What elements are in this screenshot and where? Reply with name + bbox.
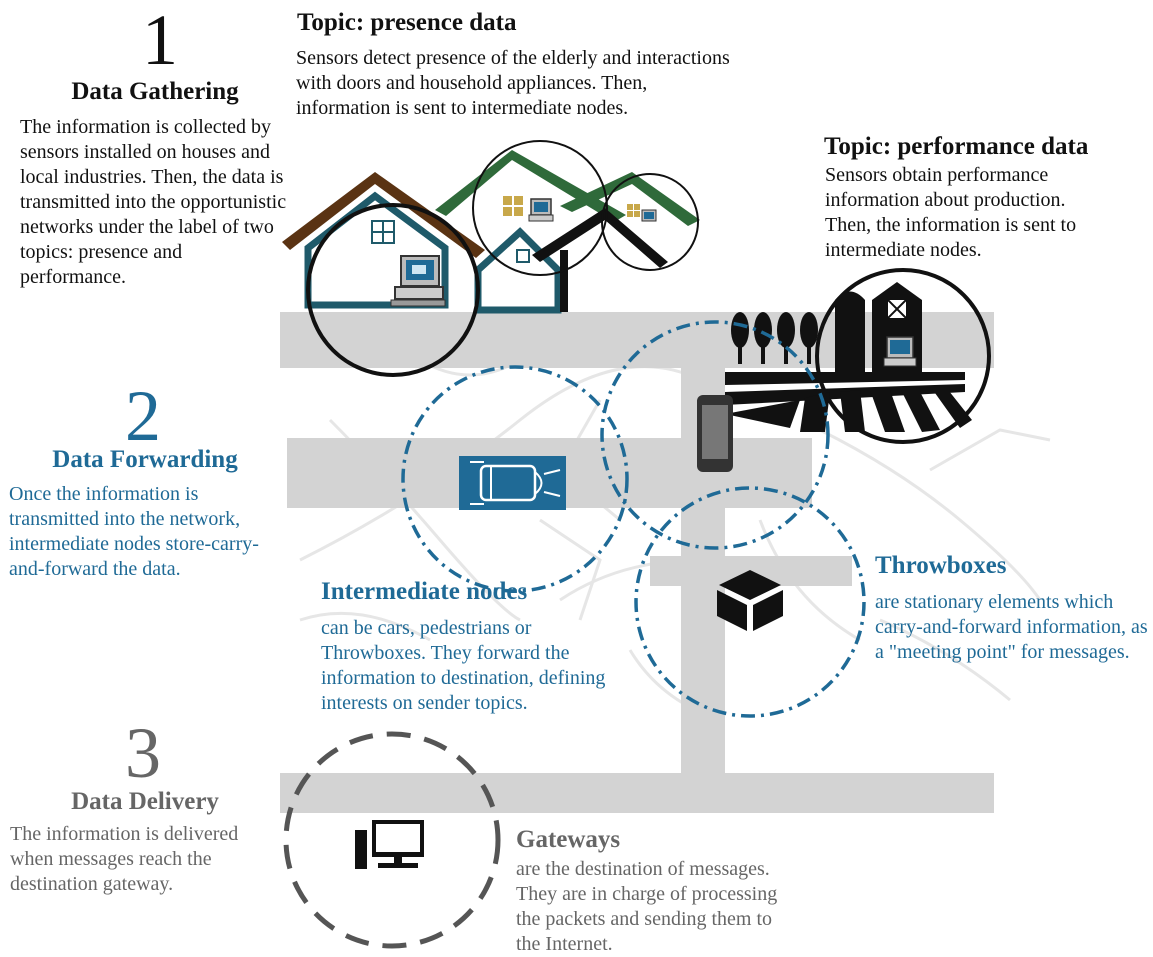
intermediate-nodes-title: Intermediate nodes [321, 578, 528, 605]
gateways-text: are the destination of messages. They ar… [516, 858, 778, 955]
presence-topic-text: Sensors detect presence of the elderly a… [296, 47, 730, 119]
car-icon [459, 456, 566, 510]
intermediate-nodes-text: can be cars, pedestrians or Throwboxes. … [321, 617, 606, 714]
intermediate-node-ranges [401, 320, 866, 718]
step2-number: 2 [125, 376, 161, 456]
step1-number: 1 [142, 0, 178, 80]
step2-title: Data Forwarding [52, 446, 238, 473]
gateway-range [283, 731, 501, 949]
step2-text: Once the information is transmitted into… [9, 483, 259, 580]
computer-sensor-icon [390, 198, 657, 307]
sensor-range-circles [306, 140, 991, 444]
step3-number: 3 [125, 713, 161, 793]
performance-topic-title: Topic: performance data [824, 133, 1089, 160]
road-bottom [280, 773, 994, 813]
gateways-title: Gateways [516, 826, 621, 853]
farm-icon [725, 282, 972, 432]
throwboxes-text: are stationary elements which carry-and-… [875, 591, 1148, 663]
smartphone-icon [697, 395, 733, 472]
step3-title: Data Delivery [71, 788, 219, 815]
performance-topic-text: Sensors obtain performance information a… [825, 164, 1077, 261]
desktop-gateway-icon [355, 820, 424, 869]
step3-text: The information is delivered when messag… [10, 823, 239, 895]
step1-text: The information is collected by sensors … [20, 116, 287, 288]
throwbox-cube-icon [717, 570, 783, 631]
house-icon [282, 150, 700, 314]
step1-title: Data Gathering [71, 78, 239, 105]
presence-topic-title: Topic: presence data [297, 9, 517, 36]
throwboxes-title: Throwboxes [875, 552, 1007, 579]
